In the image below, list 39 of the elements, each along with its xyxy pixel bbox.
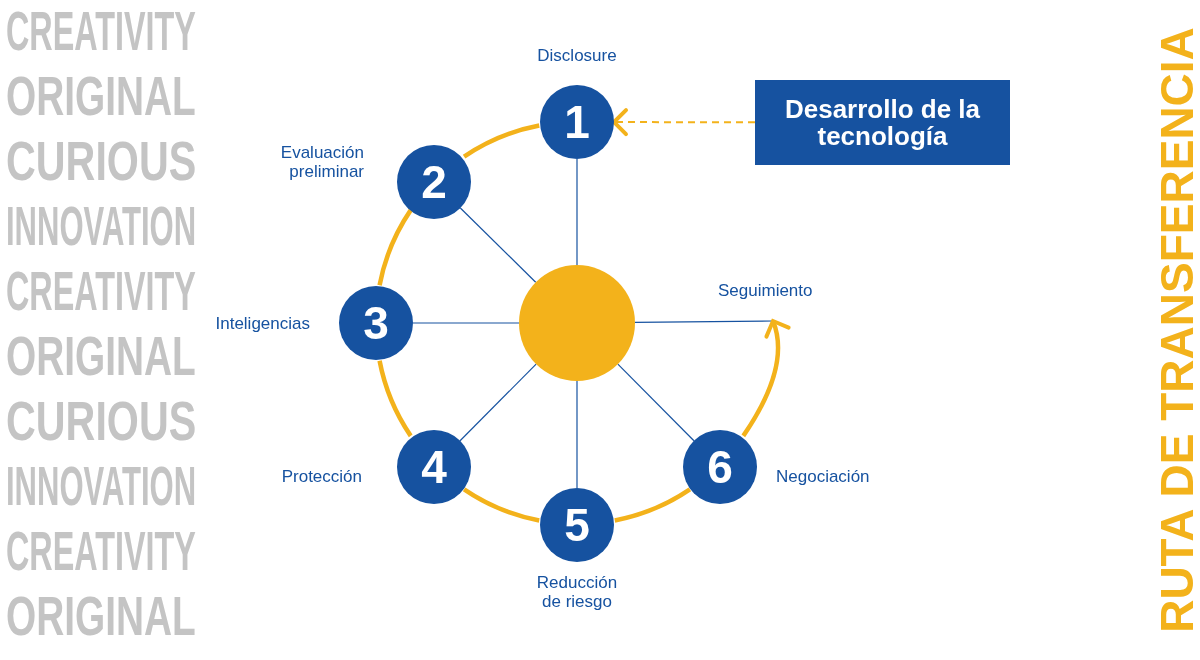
spoke-line (576, 158, 578, 266)
cycle-arc (462, 487, 540, 523)
background-word: CREATIVITY (6, 4, 196, 60)
background-word: ORIGINAL (6, 589, 196, 645)
background-word: ORIGINAL (6, 69, 196, 125)
step-label: Negociación (776, 467, 871, 486)
spoke-line (617, 363, 695, 442)
cycle-arc (377, 360, 413, 438)
cycle-arc (614, 487, 692, 523)
background-word: INNOVATION (6, 459, 197, 515)
step-label: Disclosure (536, 46, 618, 65)
background-word: CREATIVITY (6, 264, 196, 320)
step-label: Evaluación preliminar (279, 143, 364, 181)
step-number-circle: 3 (339, 286, 413, 360)
step-number-circle: 6 (683, 430, 757, 504)
arrow (612, 108, 756, 137)
step-label: Reducción de riesgo (535, 573, 619, 611)
step-number-circle: 5 (540, 488, 614, 562)
spoke-line (412, 322, 520, 324)
spoke-line (459, 207, 537, 283)
title-box: Desarrollo de la tecnología (755, 80, 1010, 165)
step-number-circle: 2 (397, 145, 471, 219)
cycle-arc (377, 208, 413, 286)
cycle-arc (462, 123, 540, 159)
step-label: Inteligencias (214, 314, 310, 333)
spoke-line (576, 380, 578, 489)
step-label: Protección (280, 467, 362, 486)
background-word: CURIOUS (6, 394, 197, 450)
spoke-line (634, 320, 774, 323)
arrow (741, 319, 791, 438)
spoke-line (459, 363, 537, 442)
step-number-circle: 1 (540, 85, 614, 159)
step-number-circle: 4 (397, 430, 471, 504)
background-word: CURIOUS (6, 134, 197, 190)
background-word: CREATIVITY (6, 524, 196, 580)
background-word: INNOVATION (6, 199, 197, 255)
vertical-title: RUTA DE TRANSFERENCIA (1153, 27, 1200, 633)
background-word: ORIGINAL (6, 329, 196, 385)
step-label: Seguimiento (718, 281, 813, 300)
